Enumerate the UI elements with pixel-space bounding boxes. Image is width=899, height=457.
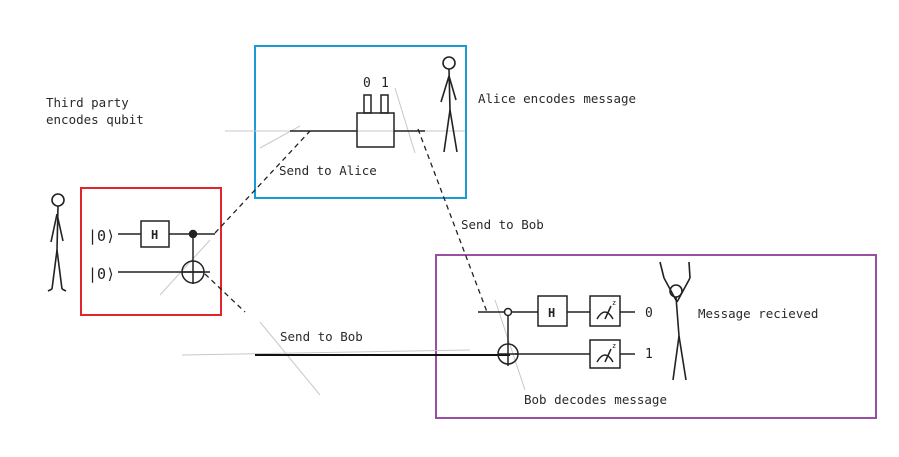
construction-lines — [159, 87, 526, 396]
alice-circuit — [290, 94, 425, 148]
third-party-circuit — [118, 220, 215, 284]
ket-zero-top: |0⟩ — [88, 227, 115, 245]
message-received-label: Message recieved — [698, 306, 819, 321]
alice-person-icon — [440, 56, 458, 153]
hadamard-gate-label: H — [151, 228, 158, 242]
bob-hadamard-label: H — [548, 306, 555, 320]
bob-output-top: 0 — [645, 306, 653, 321]
bob-output-bottom: 1 — [645, 347, 653, 362]
measure-label-top: z — [612, 299, 616, 307]
measure-label-bottom: z — [612, 342, 616, 350]
send-to-bob-upper-label: Send to Bob — [461, 217, 544, 232]
channel-to-bob-lower — [204, 273, 246, 313]
alice-box — [254, 45, 467, 199]
third-party-person-icon — [47, 193, 67, 292]
bob-person-icon — [659, 261, 691, 381]
alice-encodes-label: Alice encodes message — [478, 91, 637, 106]
third-party-box — [80, 187, 222, 316]
bob-decodes-label: Bob decodes message — [524, 392, 667, 407]
ket-zero-bottom: |0⟩ — [88, 265, 115, 283]
alice-bit-left: 0 — [363, 76, 371, 91]
third-party-label-line1: Third party — [46, 95, 129, 110]
quantum-channels — [214, 128, 488, 313]
alice-bit-right: 1 — [381, 76, 389, 91]
bob-box — [435, 254, 877, 419]
third-party-label-line2: encodes qubit — [46, 112, 144, 127]
send-to-alice-label: Send to Alice — [279, 163, 377, 178]
bob-circuit — [478, 295, 635, 369]
send-to-bob-lower-label: Send to Bob — [280, 329, 363, 344]
